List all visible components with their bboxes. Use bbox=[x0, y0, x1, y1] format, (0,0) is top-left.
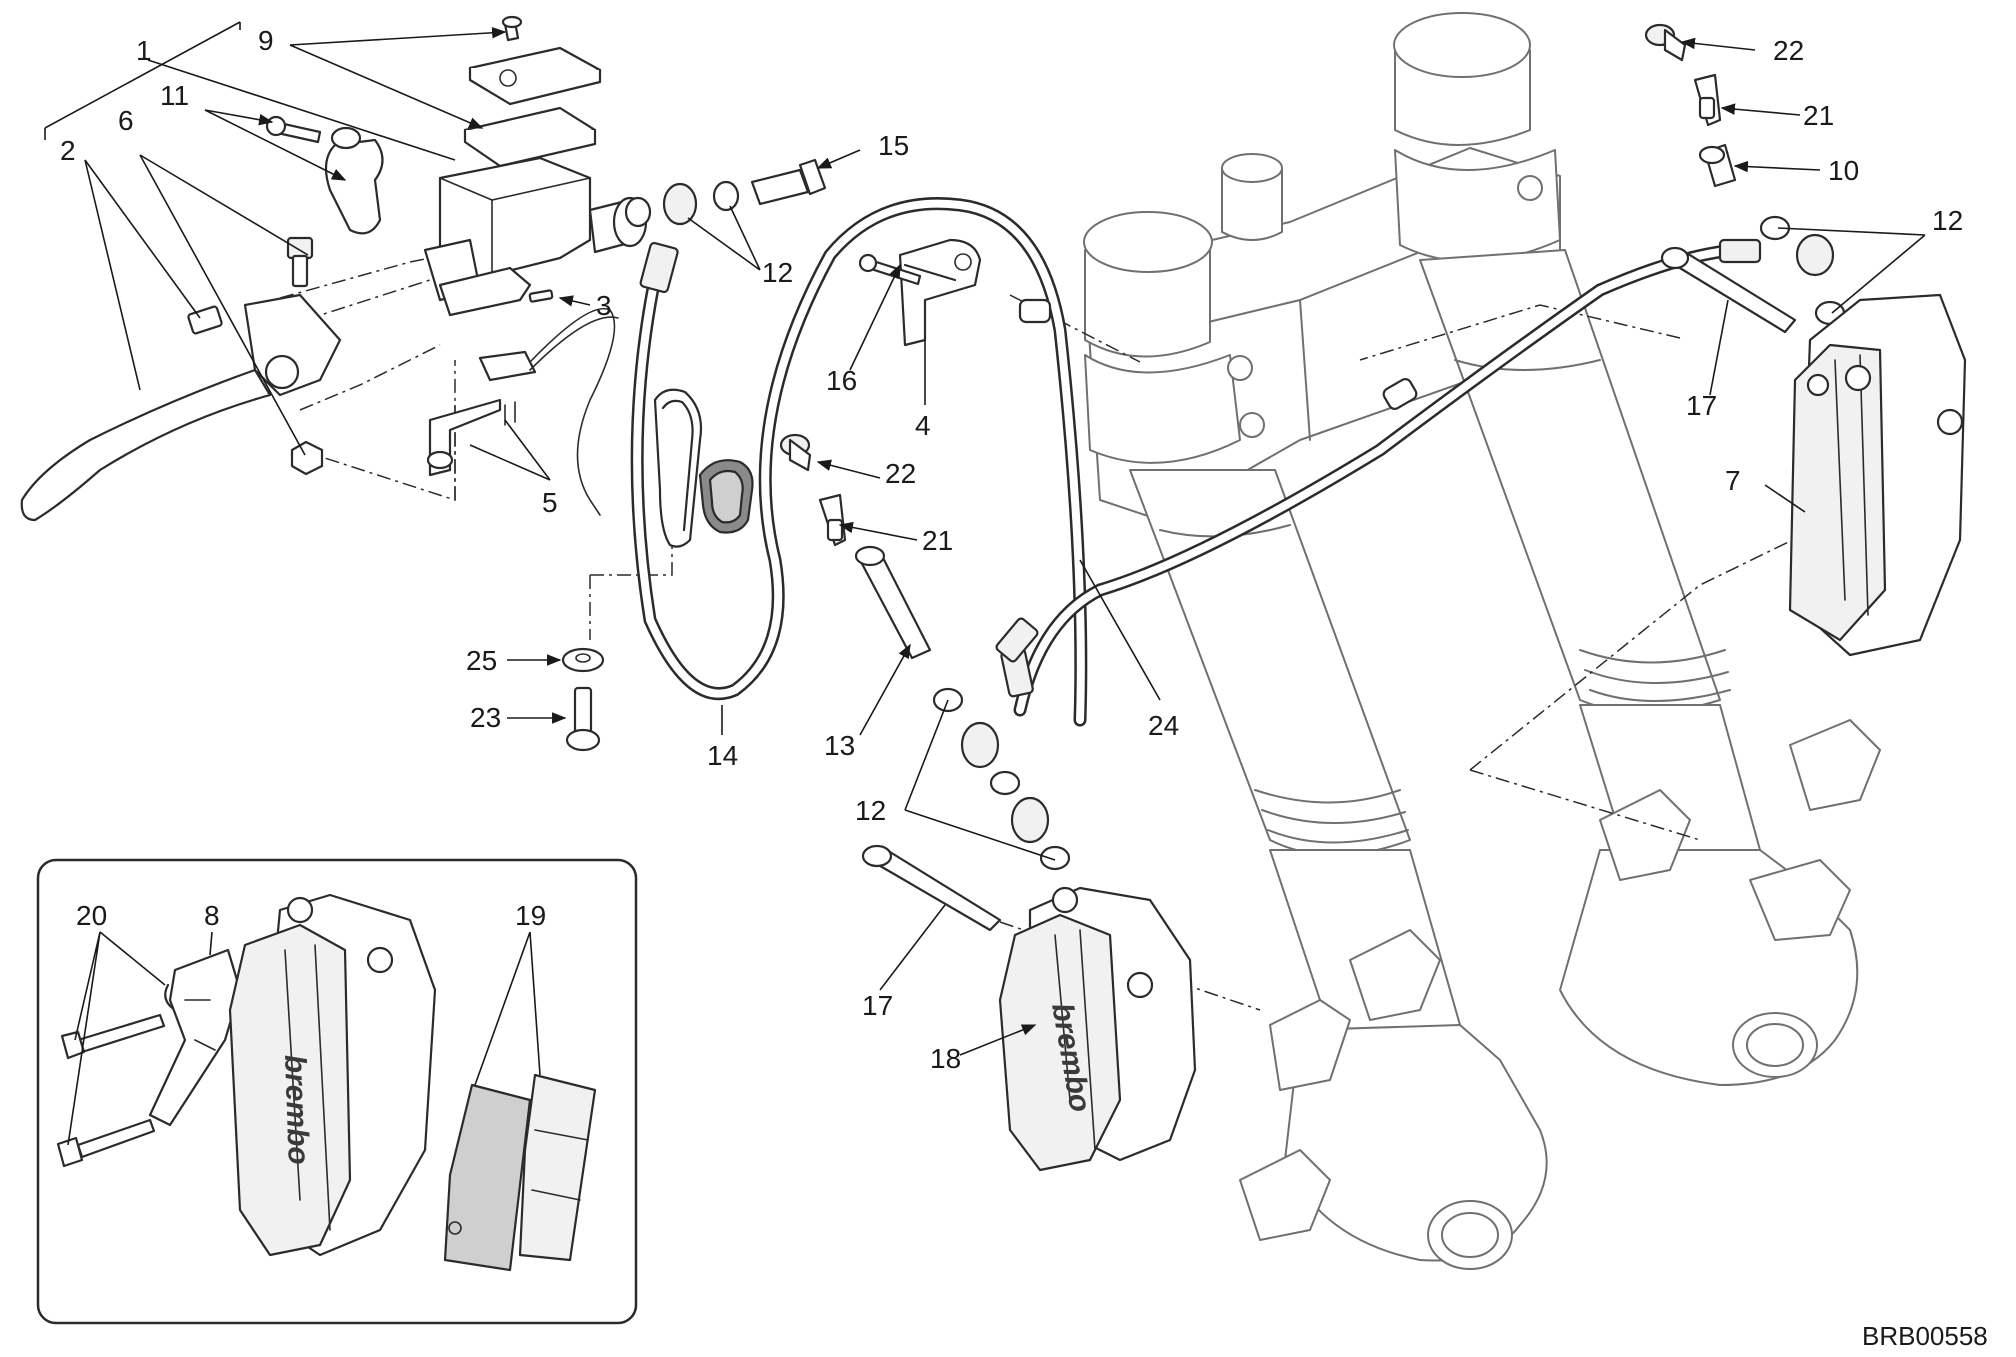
drawing-code: BRB00558 bbox=[1862, 1321, 1988, 1351]
callout-12-right: 12 bbox=[1932, 205, 1963, 236]
sensor-ring-grommet bbox=[653, 388, 754, 548]
callout-9: 9 bbox=[258, 25, 274, 56]
callout-20: 20 bbox=[76, 900, 107, 931]
callout-17-left: 17 bbox=[862, 990, 893, 1021]
callout-22-middle: 22 bbox=[885, 458, 916, 489]
caliper-brand-logo-inset: brembo bbox=[278, 1054, 315, 1165]
left-brake-caliper: brembo bbox=[998, 886, 1197, 1172]
callout-21-middle: 21 bbox=[922, 525, 953, 556]
callout-14: 14 bbox=[707, 740, 738, 771]
hose-bracket-assembly bbox=[858, 238, 982, 347]
leader-lines bbox=[44, 21, 1926, 1146]
right-brake-caliper bbox=[1788, 293, 1967, 657]
callout-11: 11 bbox=[160, 80, 189, 111]
callout-7: 7 bbox=[1725, 465, 1741, 496]
callout-8: 8 bbox=[204, 900, 220, 931]
callout-10: 10 bbox=[1828, 155, 1859, 186]
front-fork-assembly bbox=[1083, 12, 1881, 1270]
callout-23: 23 bbox=[470, 702, 501, 733]
callout-4: 4 bbox=[915, 410, 931, 441]
callout-labels: 1 2 3 4 5 6 7 8 9 10 11 12 12 12 13 14 1… bbox=[60, 25, 1963, 1074]
brake-pad-detail-inset: brembo bbox=[36, 858, 638, 1325]
caliper-mount-bolts bbox=[861, 246, 1797, 932]
callout-24: 24 bbox=[1148, 710, 1179, 741]
bleeder-valves bbox=[779, 23, 1737, 660]
callout-6: 6 bbox=[118, 105, 134, 136]
master-cylinder-assembly bbox=[20, 15, 827, 522]
callout-15: 15 bbox=[878, 130, 909, 161]
callout-17-right: 17 bbox=[1686, 390, 1717, 421]
callout-1: 1 bbox=[136, 35, 152, 66]
callout-12-top: 12 bbox=[762, 257, 793, 288]
callout-19: 19 bbox=[515, 900, 546, 931]
washers-and-bolts bbox=[561, 215, 1846, 871]
callout-18: 18 bbox=[930, 1043, 961, 1074]
callout-22-right: 22 bbox=[1773, 35, 1804, 66]
callout-5: 5 bbox=[542, 487, 558, 518]
brake-hoses bbox=[630, 197, 1762, 727]
callout-13: 13 bbox=[824, 730, 855, 761]
callout-12-middle: 12 bbox=[855, 795, 886, 826]
callout-21-right: 21 bbox=[1803, 100, 1834, 131]
callout-25: 25 bbox=[466, 645, 497, 676]
callout-16: 16 bbox=[826, 365, 857, 396]
callout-2: 2 bbox=[60, 135, 76, 166]
callout-3: 3 bbox=[596, 290, 612, 321]
